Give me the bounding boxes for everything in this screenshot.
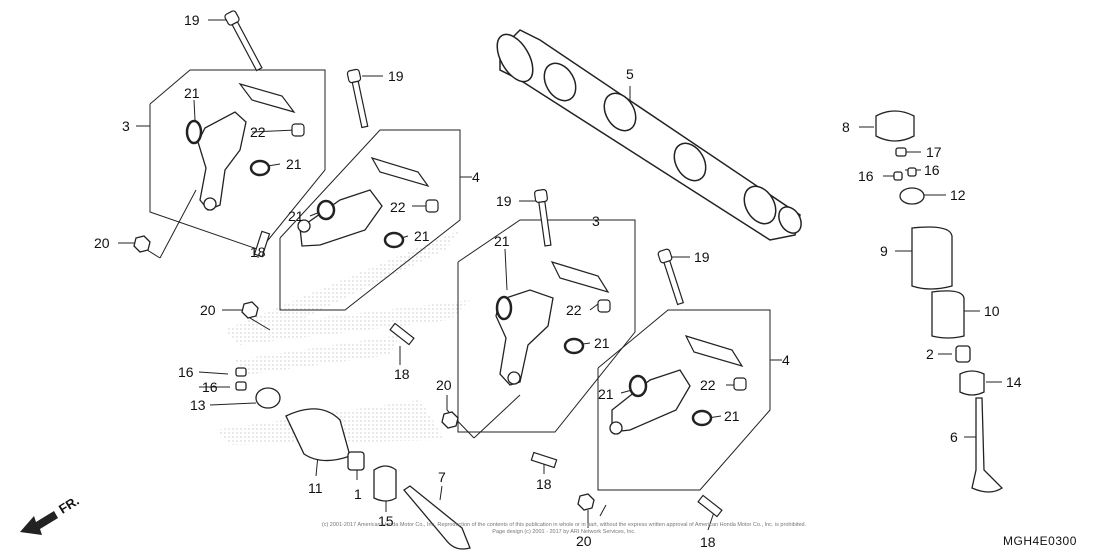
callout-4-a: 4 (472, 169, 480, 185)
callout-18-b: 18 (394, 366, 410, 382)
callout-11: 11 (308, 480, 323, 496)
watermark-logo (215, 230, 470, 445)
callout-16-b: 16 (202, 379, 218, 395)
callout-8: 8 (842, 119, 850, 135)
callout-21-h: 21 (724, 408, 740, 424)
callout-7: 7 (438, 469, 446, 485)
callout-10: 10 (984, 303, 1000, 319)
callout-1: 1 (354, 486, 362, 502)
callout-21-c: 21 (288, 208, 304, 224)
callout-22-b: 22 (390, 199, 406, 215)
callout-16-c: 16 (858, 168, 874, 184)
callout-22-d: 22 (700, 377, 716, 393)
fr-arrow-icon (20, 511, 58, 535)
callout-21-a: 21 (184, 85, 200, 101)
valve-stack-left (235, 367, 471, 550)
clip-parts (238, 82, 747, 391)
callout-18-a: 18 (250, 244, 266, 260)
nut-parts (133, 235, 595, 511)
callout-6: 6 (950, 429, 958, 445)
camshaft-part (496, 29, 802, 241)
callout-17: 17 (926, 144, 942, 160)
callout-22-a: 22 (250, 124, 266, 140)
callout-21-b: 21 (286, 156, 302, 172)
callout-20-b: 20 (200, 302, 216, 318)
callout-19-d: 19 (694, 249, 710, 265)
callout-5: 5 (626, 66, 634, 82)
callout-13: 13 (190, 397, 206, 413)
callout-19-c: 19 (496, 193, 512, 209)
callout-14: 14 (1006, 374, 1022, 390)
callout-21-d: 21 (414, 228, 430, 244)
callout-2: 2 (926, 346, 934, 362)
valve-stack-right (875, 110, 1004, 493)
group-outlines (149, 69, 771, 491)
bolt-parts (224, 10, 685, 306)
callout-20-d: 20 (576, 533, 592, 549)
callout-21-f: 21 (594, 335, 610, 351)
diagram-reference-code: MGH4E0300 (1003, 534, 1077, 548)
copyright-notice: (c) 2001-2017 American Honda Motor Co., … (321, 522, 807, 535)
callout-15: 15 (378, 513, 394, 529)
callout-21-g: 21 (598, 386, 614, 402)
callout-18-d: 18 (700, 534, 716, 550)
callout-4-b: 4 (782, 352, 790, 368)
callout-3-b: 3 (592, 213, 600, 229)
washer-parts (185, 119, 713, 427)
callout-20-a: 20 (94, 235, 110, 251)
callout-22-c: 22 (566, 302, 582, 318)
callout-20-c: 20 (436, 377, 452, 393)
callout-9: 9 (880, 243, 888, 259)
callout-19-a: 19 (184, 12, 200, 28)
callout-16-a: 16 (178, 364, 194, 380)
screw-parts (253, 230, 723, 518)
callout-16-d: 16 (924, 162, 940, 178)
callout-19-b: 19 (388, 68, 404, 84)
callout-18-c: 18 (536, 476, 552, 492)
callout-12: 12 (950, 187, 966, 203)
callout-3-a: 3 (122, 118, 130, 134)
callout-21-e: 21 (494, 233, 510, 249)
